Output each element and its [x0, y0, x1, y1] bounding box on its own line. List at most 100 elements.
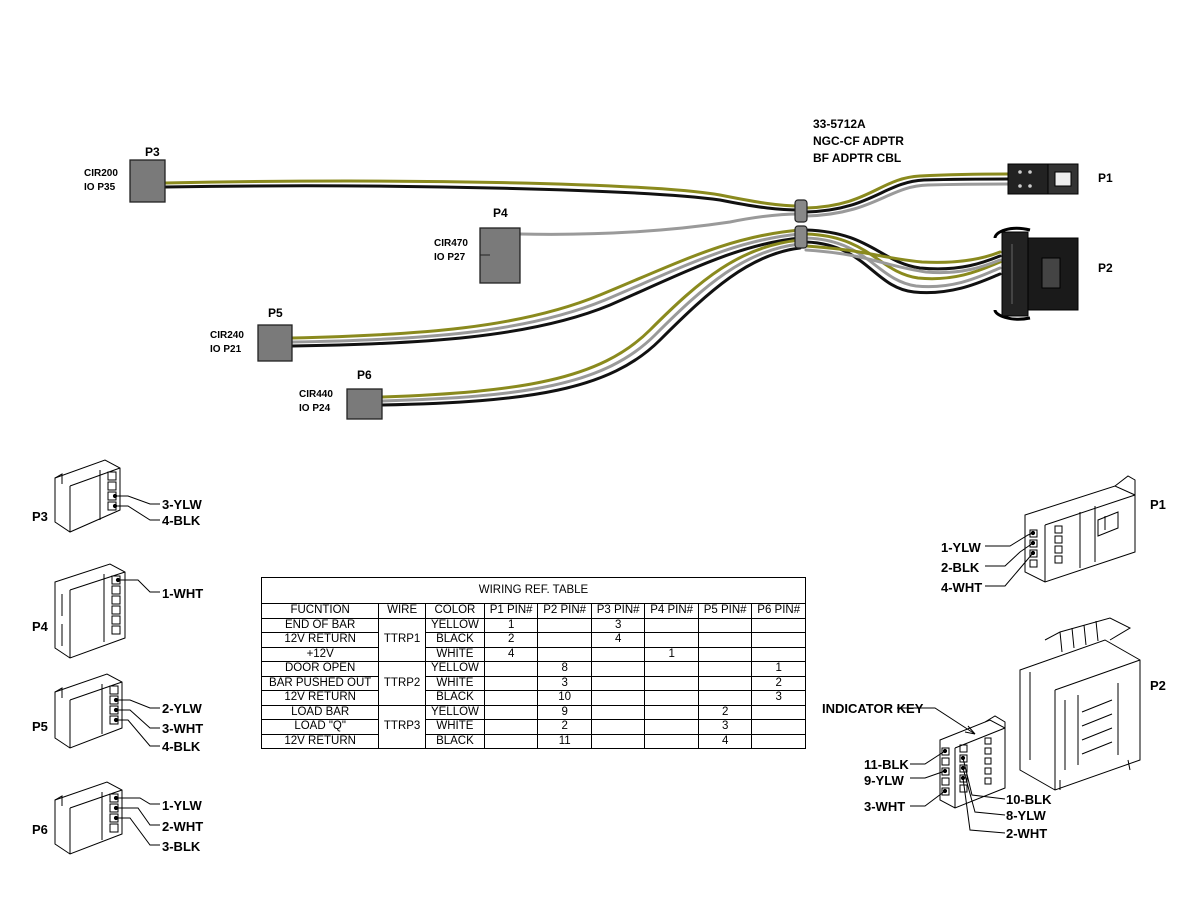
table-title: WIRING REF. TABLE [261, 577, 806, 604]
label-p2: P2 [1098, 261, 1113, 275]
pin-cell: 2 [697, 704, 753, 720]
table-header-cell: COLOR [424, 603, 485, 619]
wire-p2-b [804, 232, 1002, 281]
pin-p2-right-2: 8-YLW [1006, 808, 1046, 823]
pin-cell [537, 646, 592, 662]
wire-cell: TTRP3 [378, 704, 426, 749]
pin-p5-1: 2-YLW [162, 701, 202, 716]
table-header-cell: P6 PIN# [751, 603, 806, 619]
connector-body-p5 [257, 324, 293, 362]
label-p6-io: IO P24 [299, 403, 331, 414]
color-cell: BLACK [424, 632, 485, 648]
label-p4: P4 [493, 206, 508, 220]
detail-p4 [54, 563, 160, 659]
pin-cell [483, 661, 539, 677]
pin-p6-3: 3-BLK [162, 839, 201, 854]
pin-cell: 4 [483, 646, 539, 662]
pin-cell [644, 632, 699, 648]
harness-labels: 33-5712A NGC-CF ADPTR BF ADPTR CBL P3 CI… [84, 117, 1113, 414]
pin-cell [590, 690, 646, 706]
wire-p3-ylw [163, 179, 802, 208]
detail-label-p1: P1 [1150, 497, 1166, 512]
pin-cell [644, 704, 699, 720]
wire-cell: TTRP1 [378, 617, 426, 662]
wire-p5-wht [290, 232, 802, 344]
table-header-cell: P1 PIN# [483, 603, 539, 619]
pin-p2-right-3: 2-WHT [1006, 826, 1047, 841]
label-p5-circuit: CIR240 [210, 330, 244, 341]
pin-cell [644, 733, 699, 749]
pin-p6-1: 1-YLW [162, 798, 202, 813]
wire-p1-ylw [804, 172, 1010, 210]
pin-cell [483, 704, 539, 720]
table-header-cell: P3 PIN# [590, 603, 646, 619]
pin-cell: 11 [537, 733, 592, 749]
table-header-cell: P4 PIN# [644, 603, 699, 619]
detail-p6 [54, 781, 160, 855]
pin-cell [751, 617, 806, 633]
pin-cell: 1 [483, 617, 539, 633]
pin-cell: 3 [697, 719, 753, 735]
pin-p4-1: 1-WHT [162, 586, 203, 601]
color-cell: WHITE [424, 719, 485, 735]
function-cell: +12V [260, 646, 380, 662]
function-cell: 12V RETURN [260, 632, 380, 648]
pin-p1-1: 1-YLW [941, 540, 981, 555]
pin-cell [644, 675, 699, 691]
function-cell: LOAD "Q" [260, 719, 380, 735]
description-line2: BF ADPTR CBL [813, 151, 901, 165]
detail-label-p2: P2 [1150, 678, 1166, 693]
description-line1: NGC-CF ADPTR [813, 134, 904, 148]
pin-cell [751, 719, 806, 735]
pin-cell [537, 632, 592, 648]
pin-cell [590, 719, 646, 735]
pin-p2-left-2: 9-YLW [864, 773, 904, 788]
color-cell: BLACK [424, 690, 485, 706]
pin-cell [697, 646, 753, 662]
label-p4-circuit: CIR470 [434, 238, 468, 249]
pin-cell [697, 661, 753, 677]
pin-p6-2: 2-WHT [162, 819, 203, 834]
detail-label-p4: P4 [32, 619, 49, 634]
connector-body-p2 [993, 226, 1079, 321]
pin-cell: 3 [537, 675, 592, 691]
indicator-key-label: INDICATOR KEY [822, 701, 924, 716]
label-p6-circuit: CIR440 [299, 389, 333, 400]
detail-p3 [54, 459, 160, 533]
connector-body-p3 [129, 159, 166, 203]
harness-wires [163, 172, 1010, 407]
table-title-row: WIRING REF. TABLE [261, 577, 806, 604]
wire-p1-blk [804, 177, 1010, 214]
pin-p1-2: 2-BLK [941, 560, 980, 575]
wire-p5-blk [290, 236, 802, 348]
function-cell: 12V RETURN [260, 690, 380, 706]
pin-p2-right-1: 10-BLK [1006, 792, 1052, 807]
cable-tie-2 [794, 225, 808, 249]
label-p3-io: IO P35 [84, 182, 116, 193]
detail-label-p3: P3 [32, 509, 48, 524]
pin-cell: 2 [483, 632, 539, 648]
pin-cell: 3 [590, 617, 646, 633]
wire-p6-blk [380, 246, 802, 407]
part-number: 33-5712A [813, 117, 866, 131]
connector-body-p1 [1007, 163, 1079, 195]
pin-cell: 1 [644, 646, 699, 662]
pin-cell [590, 704, 646, 720]
color-cell: YELLOW [424, 617, 485, 633]
cable-tie-1 [794, 199, 808, 223]
pin-cell [590, 661, 646, 677]
color-cell: WHITE [424, 646, 485, 662]
detail-label-p6: P6 [32, 822, 48, 837]
wire-p2-e [804, 244, 1002, 264]
function-cell: 12V RETURN [260, 733, 380, 749]
wire-p6-ylw [380, 238, 802, 399]
pin-cell: 4 [697, 733, 753, 749]
pin-cell [644, 617, 699, 633]
label-p5-io: IO P21 [210, 344, 242, 355]
